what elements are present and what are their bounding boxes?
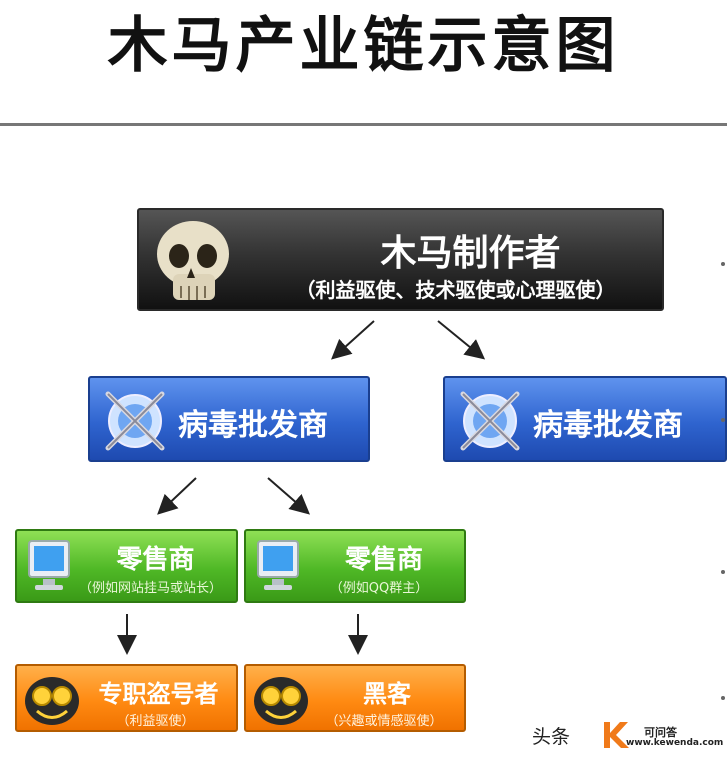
edge-mark (721, 418, 725, 422)
watermark-site: www.kewenda.com (626, 738, 724, 748)
wholesaler-label: 病毒批发商 (178, 408, 328, 443)
maker-motive: （利益驱使、技术驱使或心理驱使） (295, 278, 616, 302)
account-thief-box: 专职盗号者 （利益驱使） (15, 664, 238, 732)
watermark-brand: 可问答 (644, 726, 677, 739)
kewenda-logo-icon (604, 722, 629, 748)
retailer-label: 零售商 (344, 545, 423, 575)
maker-name: 木马制作者 (380, 233, 561, 274)
wholesaler-box-right: 病毒批发商 (443, 376, 727, 462)
arrow-wholesaler-to-retailer-right (267, 477, 311, 515)
endpoint-label: 黑客 (363, 680, 411, 708)
endpoint-note: （兴趣或情感驱使） (325, 714, 443, 729)
globe-icon (105, 391, 165, 451)
skull-icon (157, 221, 229, 300)
monitor-icon (28, 540, 70, 590)
arrow-maker-to-wholesaler-left (331, 320, 375, 360)
globe-icon (460, 391, 520, 451)
retailer-note: （例如QQ群主） (329, 581, 429, 596)
hacker-box: 黑客 （兴趣或情感驱使） (244, 664, 466, 732)
retailer-label: 零售商 (116, 545, 195, 575)
watermark-toutiao: 头条 (532, 726, 571, 748)
edge-mark (721, 262, 725, 266)
wholesaler-label: 病毒批发商 (533, 408, 683, 443)
wholesaler-box-left: 病毒批发商 (88, 376, 370, 462)
edge-mark (721, 570, 725, 574)
coin-face-icon (254, 677, 308, 725)
trojan-maker-box: 木马制作者 （利益驱使、技术驱使或心理驱使） (137, 208, 664, 311)
coin-face-icon (25, 677, 79, 725)
retailer-box-left: 零售商 （例如网站挂马或站长） (15, 529, 238, 603)
endpoint-label: 专职盗号者 (98, 680, 219, 708)
title-divider (0, 123, 727, 126)
endpoint-note: （利益驱使） (116, 714, 195, 729)
edge-mark (721, 696, 725, 700)
monitor-icon (257, 540, 299, 590)
retailer-note: （例如网站挂马或站长） (78, 581, 222, 596)
diagram-title: 木马产业链示意图 (107, 11, 620, 81)
arrow-maker-to-wholesaler-right (437, 320, 486, 360)
retailer-box-right: 零售商 （例如QQ群主） (244, 529, 466, 603)
arrow-wholesaler-to-retailer-left (157, 477, 197, 515)
